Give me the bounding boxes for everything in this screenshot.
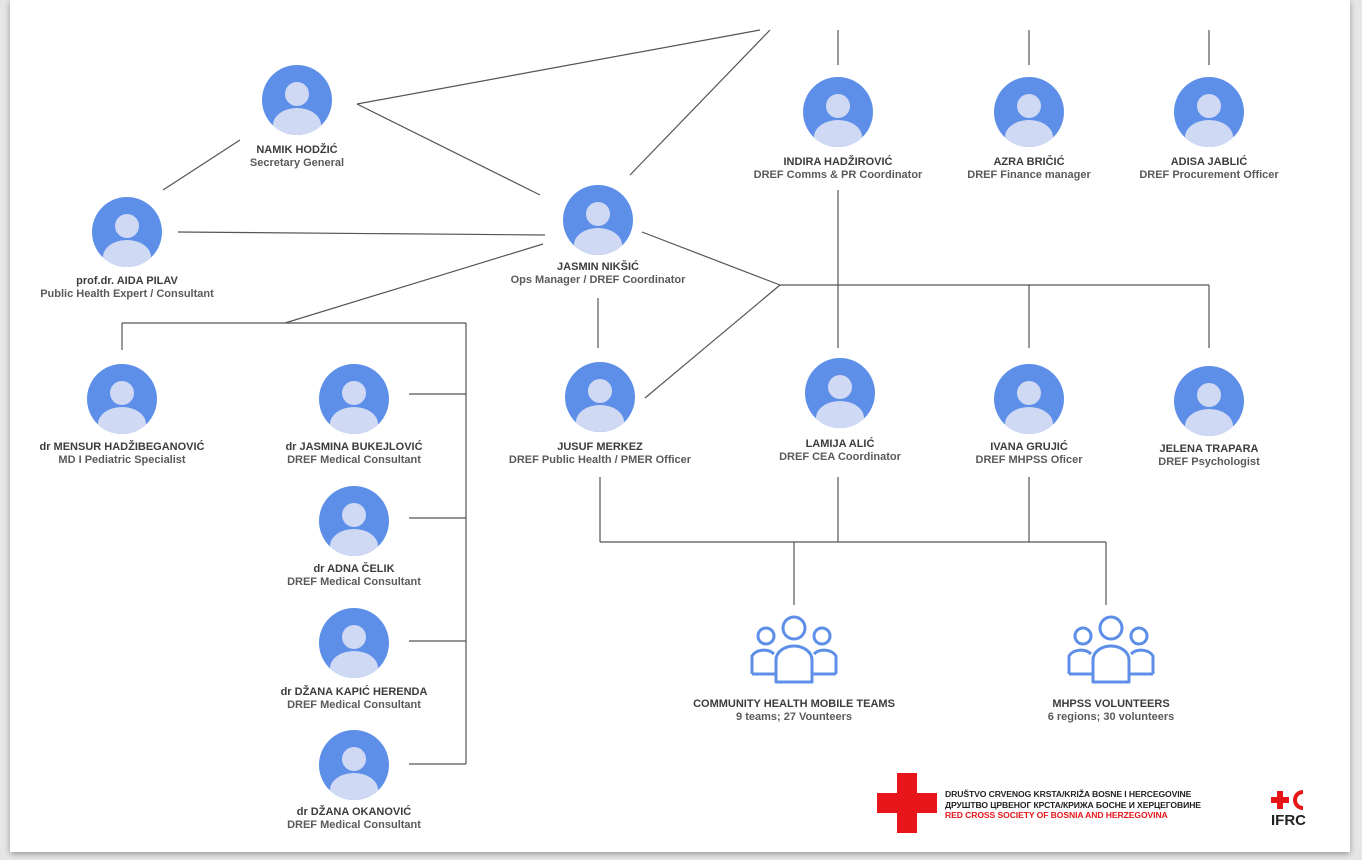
person-role: DREF Medical Consultant [287, 819, 421, 831]
person-name: JELENA TRAPARA [1159, 443, 1259, 455]
team-community-health: COMMUNITY HEALTH MOBILE TEAMS 9 teams; 2… [644, 698, 944, 724]
team-mhpss-volunteers: MHPSS VOLUNTEERS 6 regions; 30 volunteer… [961, 698, 1261, 724]
person-name: AZRA BRIČIĆ [993, 156, 1065, 168]
person-avatar-icon [805, 358, 875, 428]
person-role: Public Health Expert / Consultant [40, 288, 214, 300]
person-name: dr DŽANA KAPIĆ HERENDA [280, 686, 428, 698]
person-name: IVANA GRUJIĆ [990, 441, 1068, 453]
person-role: DREF Psychologist [1158, 456, 1260, 468]
person-name: NAMIK HODŽIĆ [256, 144, 338, 156]
person-role: DREF Public Health / PMER Officer [508, 454, 692, 466]
red-cross-logo [877, 773, 937, 833]
ifrc-logo [1271, 790, 1303, 810]
person-role: DREF Finance manager [967, 169, 1091, 181]
person-avatar-icon [319, 730, 389, 800]
person-avatar-icon [1174, 77, 1244, 147]
person-name: INDIRA HADŽIROVIĆ [783, 156, 893, 168]
team-detail: 6 regions; 30 volunteers [1047, 711, 1175, 723]
person-avatar-icon [92, 197, 162, 267]
person-avatar-icon [994, 77, 1064, 147]
person-name: dr DŽANA OKANOVIĆ [296, 806, 412, 818]
person-role: DREF Medical Consultant [287, 576, 421, 588]
person-name: JUSUF MERKEZ [557, 441, 643, 453]
team-name: COMMUNITY HEALTH MOBILE TEAMS [693, 698, 895, 710]
person-role: DREF Medical Consultant [287, 454, 421, 466]
person-role: Secretary General [249, 157, 345, 169]
person-role: DREF CEA Coordinator [779, 451, 901, 463]
person-name: ADISA JABLIĆ [1170, 156, 1248, 168]
person-avatar-icon [565, 362, 635, 432]
person-name: LAMIJA ALIĆ [805, 438, 875, 450]
team-name: MHPSS VOLUNTEERS [1052, 698, 1170, 710]
person-role: MD I Pediatric Specialist [58, 454, 186, 466]
person-role: DREF Procurement Officer [1139, 169, 1279, 181]
person-avatar-icon [563, 185, 633, 255]
person-name: JASMIN NIKŠIĆ [557, 261, 639, 273]
person-role: DREF MHPSS Oficer [975, 454, 1083, 466]
person-avatar-icon [1174, 366, 1244, 436]
logo-line-2: ДРУШТВО ЦРВЕНОГ КРСТА/КРИЖА БОСНЕ И ХЕРЦ… [945, 799, 1201, 810]
group-icon [750, 615, 838, 684]
team-detail: 9 teams; 27 Vounteers [736, 711, 852, 723]
person-name: dr MENSUR HADŽIBEGANOVIĆ [39, 441, 205, 453]
org-chart-sheet [10, 0, 1350, 852]
person-avatar-icon [803, 77, 873, 147]
person-avatar-icon [319, 608, 389, 678]
logo-line-3: RED CROSS SOCIETY OF BOSNIA AND HERZEGOV… [945, 810, 1168, 820]
person-name: prof.dr. AIDA PILAV [76, 275, 178, 287]
person-role: DREF Comms & PR Coordinator [753, 169, 923, 181]
person-role: Ops Manager / DREF Coordinator [510, 274, 686, 286]
ifrc-wordmark: IFRC [1271, 812, 1306, 829]
group-icon [1067, 615, 1155, 684]
person-avatar-icon [319, 364, 389, 434]
person-avatar-icon [319, 486, 389, 556]
person-avatar-icon [262, 65, 332, 135]
person-avatar-icon [87, 364, 157, 434]
person-name: dr ADNA ČELIK [313, 563, 395, 575]
person-name: dr JASMINA BUKEJLOVIĆ [285, 441, 423, 453]
red-cross-society-name: DRUŠTVO CRVENOG KRSTA/KRIŽA BOSNE I HERC… [945, 789, 1201, 821]
logo-line-1: DRUŠTVO CRVENOG KRSTA/KRIŽA BOSNE I HERC… [945, 789, 1192, 799]
person-role: DREF Medical Consultant [287, 699, 421, 711]
person-avatar-icon [994, 364, 1064, 434]
